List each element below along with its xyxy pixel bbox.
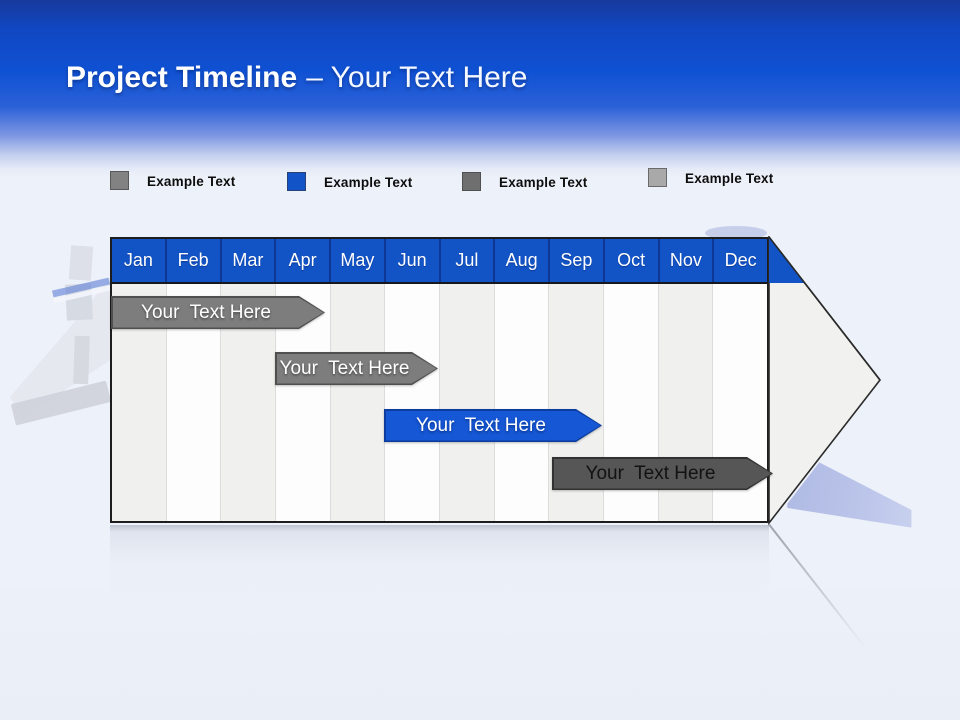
bar-label: Your Text Here: [279, 357, 410, 379]
bar-label: Your Text Here: [416, 414, 546, 436]
month-column: [440, 284, 495, 521]
legend-swatch-darkgray-icon: [462, 172, 481, 191]
month-cell-nov: Nov: [660, 239, 715, 282]
bar-arrow-fill: [113, 298, 324, 328]
month-cell-jun: Jun: [386, 239, 441, 282]
header-band: [0, 0, 960, 178]
bar-arrow-fill: [277, 354, 437, 384]
month-cell-dec: Dec: [724, 250, 757, 270]
arrowhead-reflection-line: [768, 524, 869, 652]
month-cell-apr: Apr: [276, 239, 331, 282]
month-cell-aug: Aug: [495, 239, 550, 282]
month-cell-feb: Feb: [167, 239, 222, 282]
timeline-bar-1[interactable]: Your Text Here: [111, 296, 325, 329]
legend-item-1[interactable]: Example Text: [110, 171, 235, 190]
month-cell-may: May: [331, 239, 386, 282]
month-cell-jul: Jul: [441, 239, 496, 282]
timeline-grid: [112, 284, 768, 521]
legend-swatch-gray-icon: [110, 171, 129, 190]
month-cell-mar: Mar: [222, 239, 277, 282]
table-reflection: [110, 525, 769, 623]
bg-arc-decoration: [705, 226, 767, 240]
legend-swatch-blue-icon: [287, 172, 306, 191]
legend-label: Example Text: [685, 171, 774, 186]
title-primary: Project Timeline: [66, 61, 298, 94]
title-secondary: – Your Text Here: [306, 61, 528, 94]
bar-label: Your Text Here: [141, 301, 271, 323]
bar-label: Your Text Here: [585, 462, 716, 484]
legend-label: Example Text: [147, 174, 236, 189]
legend-item-4[interactable]: Example Text: [648, 168, 773, 187]
timeline-bar-2[interactable]: Your Text Here: [275, 352, 438, 385]
bg-figure-decoration: [68, 245, 94, 281]
month-cell-jan: Jan: [112, 239, 167, 282]
timeline-bar-4[interactable]: Your Text Here: [552, 457, 773, 490]
month-column: [385, 284, 441, 521]
legend-label: Example Text: [324, 175, 413, 190]
bar-arrow-fill: [386, 411, 601, 441]
bg-figure-post-decoration: [73, 335, 90, 385]
month-cell-sep: Sep: [550, 239, 605, 282]
timeline-bar-3[interactable]: Your Text Here: [384, 409, 602, 442]
legend-item-2[interactable]: Example Text: [287, 172, 412, 191]
timeline-arrowhead: [768, 236, 882, 525]
month-column: [494, 284, 550, 521]
legend-label: Example Text: [499, 175, 588, 190]
legend-swatch-lightgray-icon: [648, 168, 667, 187]
month-cell-oct: Oct: [605, 239, 660, 282]
bar-arrow-fill: [554, 459, 772, 489]
legend-item-3[interactable]: Example Text: [462, 172, 587, 191]
month-header-row: Jan Feb Mar Apr May Jun Jul Aug Sep Oct …: [112, 239, 767, 284]
slide-title[interactable]: Project Timeline– Your Text Here: [66, 60, 527, 96]
month-column: [330, 284, 386, 521]
